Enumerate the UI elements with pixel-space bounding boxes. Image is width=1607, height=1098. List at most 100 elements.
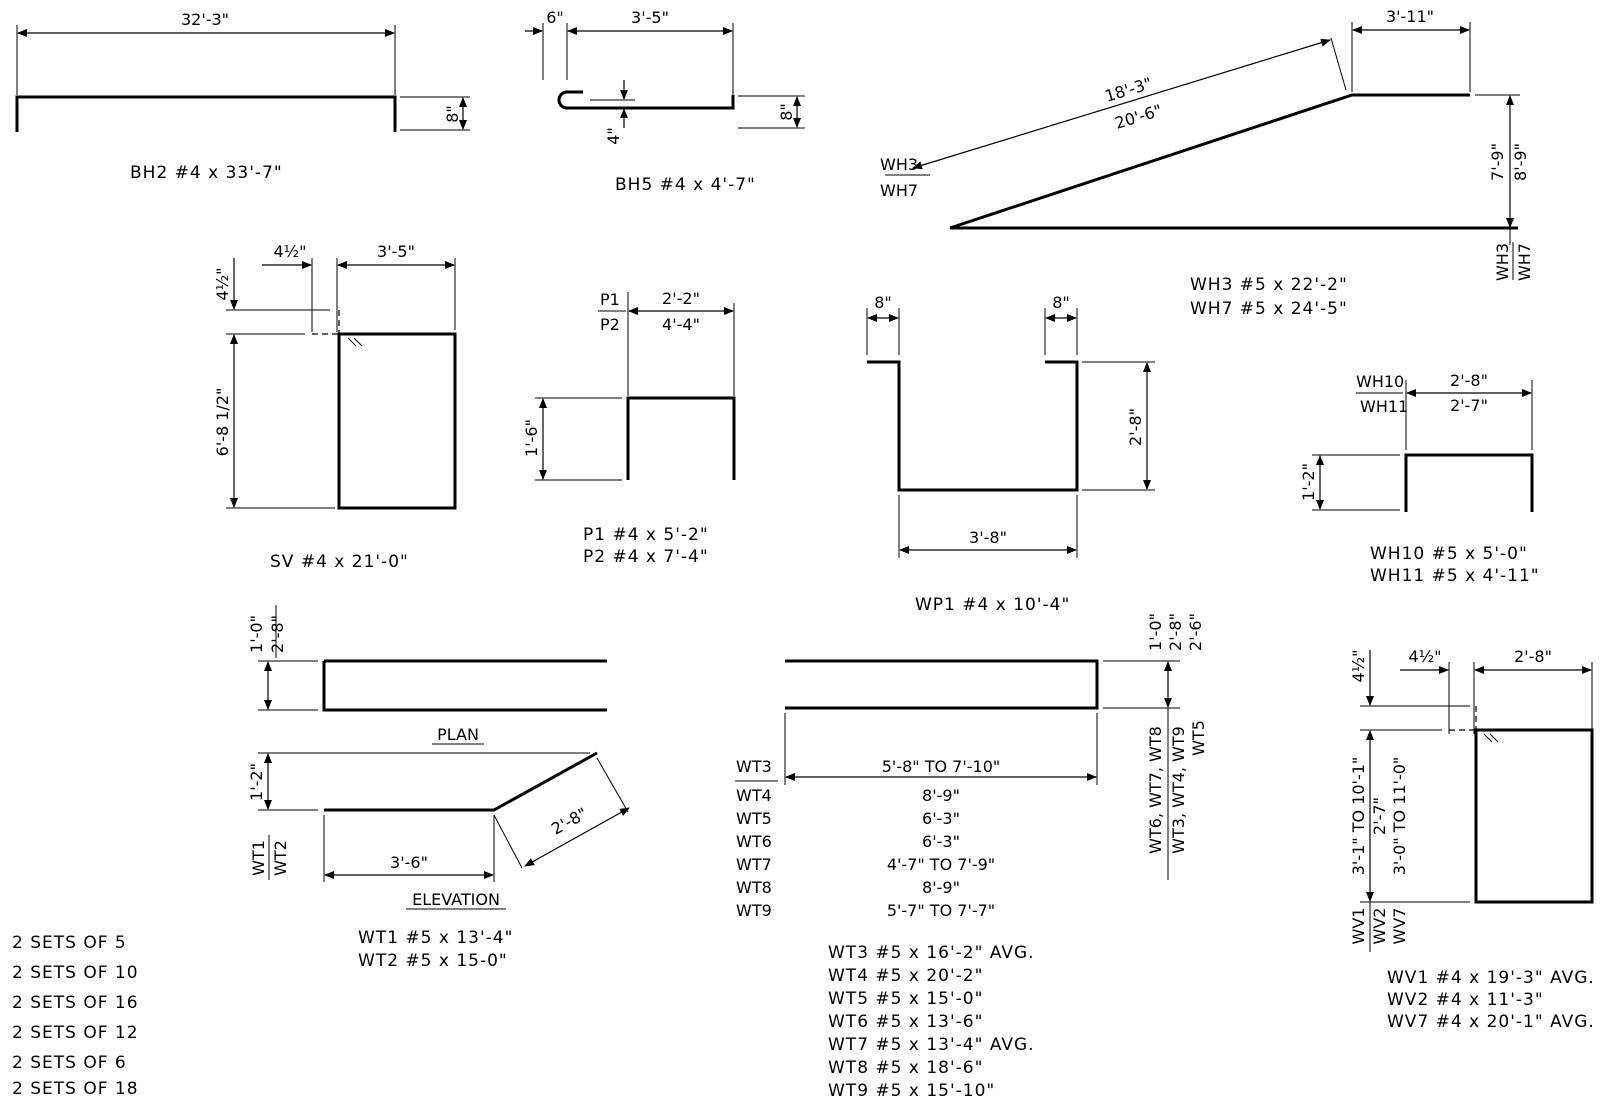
wh-tag-2: WH7 [880, 181, 918, 200]
bh5-length-dim: 3'-5" [631, 8, 669, 27]
bar-wh3-wh7: 3'-11" 18'-3" 20'-6" WH3 WH7 7'-9" 8'-9"… [880, 7, 1534, 319]
p1-label: P1 #4 x 5'-2" [583, 525, 709, 545]
bh5-label: BH5 #4 x 4'-7" [615, 175, 756, 195]
wt-vert-tag-1: WT6, WT7, WT8 [1146, 726, 1165, 854]
bar-wt1-wt2: 1'-0" 2'-8" PLAN 1'-2" 2'-8" 3'-6" ELEVA… [247, 605, 630, 971]
wt5-label: WT5 #5 x 15'-0" [828, 989, 983, 1009]
wv1-height-dim: 3'-1" TO 10'-1" [1349, 757, 1368, 876]
p2-label: P2 #4 x 7'-4" [583, 547, 709, 567]
wh-top-dim: 3'-11" [1386, 7, 1434, 26]
wt-row-tag: WT9 [736, 901, 772, 920]
wv2-vert-tag: WV2 [1370, 908, 1389, 945]
sets-item: 2 SETS OF 12 [12, 1023, 139, 1043]
wt-row-tag: WT7 [736, 855, 772, 874]
p1-width-dim: 2'-2" [662, 289, 700, 308]
wh-height-dim-2: 8'-9" [1511, 143, 1530, 181]
bh5-hook-height-dim: 4" [604, 127, 623, 145]
sets-list: 2 SETS OF 5 2 SETS OF 10 2 SETS OF 16 2 … [12, 933, 139, 1098]
wt-row-length: 5'-7" TO 7'-7" [887, 901, 995, 920]
wv7-label: WV7 #4 x 20'-1" AVG. [1387, 1012, 1595, 1032]
wh-diag-dim-1: 18'-3" [1103, 74, 1155, 106]
wt-vert-tag-3: WT5 [1189, 720, 1208, 756]
wt-row-length: 4'-7" TO 7'-9" [887, 855, 995, 874]
wt2-label: WT2 #5 x 15-0" [358, 951, 508, 971]
sets-item: 2 SETS OF 10 [12, 963, 139, 983]
bh5-hook-dim: 6" [546, 8, 564, 27]
wt-row-length: 8'-9" [922, 878, 960, 897]
wh10-height-dim: 1'-2" [1299, 463, 1318, 501]
wh-vert-tag-1: WH3 [1493, 243, 1512, 281]
wv1-vert-tag: WV1 [1349, 908, 1368, 945]
wt12-plan-height-dim-1: 1'-0" [247, 615, 266, 653]
wt-row-tag: WT5 [736, 809, 772, 828]
wp1-width-dim: 3'-8" [969, 528, 1007, 547]
wv2-label: WV2 #4 x 11'-3" [1387, 990, 1544, 1010]
p-height-dim: 1'-6" [522, 419, 541, 457]
bar-bh5: 6" 3'-5" 8" 4" BH5 #4 x 4'-7" [525, 8, 805, 195]
sv-label: SV #4 x 21'-0" [270, 552, 409, 572]
wv-hook-height-dim: 4½" [1349, 649, 1368, 682]
wh10-label: WH10 #5 x 5'-0" [1370, 544, 1528, 564]
wh11-tag: WH11 [1360, 397, 1408, 416]
wp1-right-leg-dim: 8" [1052, 293, 1070, 312]
wh3-label: WH3 #5 x 22'-2" [1190, 275, 1348, 295]
wt6-label: WT6 #5 x 13'-6" [828, 1012, 983, 1032]
wt12-plan-height-dim-2: 2'-8" [268, 615, 287, 653]
wt2-vert-tag: WT2 [271, 840, 290, 876]
wp1-label: WP1 #4 x 10'-4" [915, 595, 1070, 615]
sets-item: 2 SETS OF 5 [12, 933, 127, 953]
wp1-height-dim: 2'-8" [1126, 408, 1145, 446]
wh-tag-1: WH3 [880, 155, 918, 174]
sets-item: 2 SETS OF 18 [12, 1079, 139, 1098]
elevation-label: ELEVATION [412, 890, 500, 909]
sets-item: 2 SETS OF 6 [12, 1053, 127, 1073]
wt3-label: WT3 #5 x 16'-2" AVG. [828, 943, 1035, 963]
wt7-label: WT7 #5 x 13'-4" AVG. [828, 1035, 1035, 1055]
wh7-label: WH7 #5 x 24'-5" [1190, 299, 1348, 319]
sv-hook-height-dim: 4½" [213, 267, 232, 300]
sv-hook-dim: 4½" [273, 242, 306, 261]
wt1-vert-tag: WT1 [249, 840, 268, 876]
wt4-label: WT4 #5 x 20'-2" [828, 966, 983, 986]
wh10-width-dim: 2'-8" [1450, 371, 1488, 390]
wv2-height-dim: 2'-7" [1370, 797, 1389, 835]
wt-row-length: 8'-9" [922, 786, 960, 805]
sv-height-dim: 6'-8 1/2" [213, 388, 232, 457]
wt12-flat-dim: 3'-6" [390, 853, 428, 872]
bar-bh2: 32'-3" 8" BH2 #4 x 33'-7" [15, 10, 470, 183]
wt1-label: WT1 #5 x 13'-4" [358, 928, 513, 948]
wh10-tag: WH10 [1356, 372, 1404, 391]
bar-wp1: 8" 8" 2'-8" 3'-8" WP1 #4 x 10'-4" [866, 293, 1155, 615]
p-tag-2: P2 [600, 315, 620, 334]
wp1-left-leg-dim: 8" [874, 293, 892, 312]
sv-width-dim: 3'-5" [377, 242, 415, 261]
wv7-vert-tag: WV7 [1390, 908, 1409, 945]
wt-row-length: 6'-3" [922, 832, 960, 851]
wh11-label: WH11 #5 x 4'-11" [1370, 566, 1540, 586]
wt-row-tag: WT3 [736, 757, 772, 776]
wh-height-dim-1: 7'-9" [1488, 143, 1507, 181]
wv7-height-dim: 3'-0" TO 11'-0" [1390, 757, 1409, 876]
bh5-height-dim: 8" [777, 103, 796, 121]
wh-vert-tag-2: WH7 [1515, 243, 1534, 281]
wt12-elev-height-dim: 1'-2" [247, 763, 266, 801]
sets-item: 2 SETS OF 16 [12, 993, 139, 1013]
bar-p1-p2: P1 P2 2'-2" 4'-4" 1'-6" P1 #4 x 5'-2" P2… [522, 289, 736, 567]
bar-wh10-wh11: WH10 WH11 2'-8" 2'-7" 1'-2" WH10 #5 x 5'… [1299, 371, 1540, 586]
wt-height-dim-1: 1'-0" [1146, 613, 1165, 651]
bh2-length-dim: 32'-3" [181, 10, 229, 29]
wv-width-dim: 2'-8" [1514, 647, 1552, 666]
wv-hook-dim: 4½" [1408, 647, 1441, 666]
bar-wv1-wv2-wv7: 4½" 2'-8" 4½" 3'-1" TO 10'-1" 2'-7" 3'-0… [1349, 647, 1595, 1032]
wv1-label: WV1 #4 x 19'-3" AVG. [1387, 968, 1595, 988]
wh11-width-dim: 2'-7" [1450, 396, 1488, 415]
wt8-label: WT8 #5 x 18'-6" [828, 1058, 983, 1078]
bar-wt3-wt9: 1'-0" 2'-8" 2'-6" WT6, WT7, WT8 WT3, WT4… [735, 613, 1208, 1098]
p2-width-dim: 4'-4" [662, 315, 700, 334]
wt-row-length: 5'-8" TO 7'-10" [882, 757, 1001, 776]
bh2-height-dim: 8" [443, 105, 462, 123]
bh2-label: BH2 #4 x 33'-7" [130, 163, 283, 183]
wt-labels: WT3 #5 x 16'-2" AVG. WT4 #5 x 20'-2" WT5… [828, 943, 1035, 1098]
wt-row-tag: WT6 [736, 832, 772, 851]
